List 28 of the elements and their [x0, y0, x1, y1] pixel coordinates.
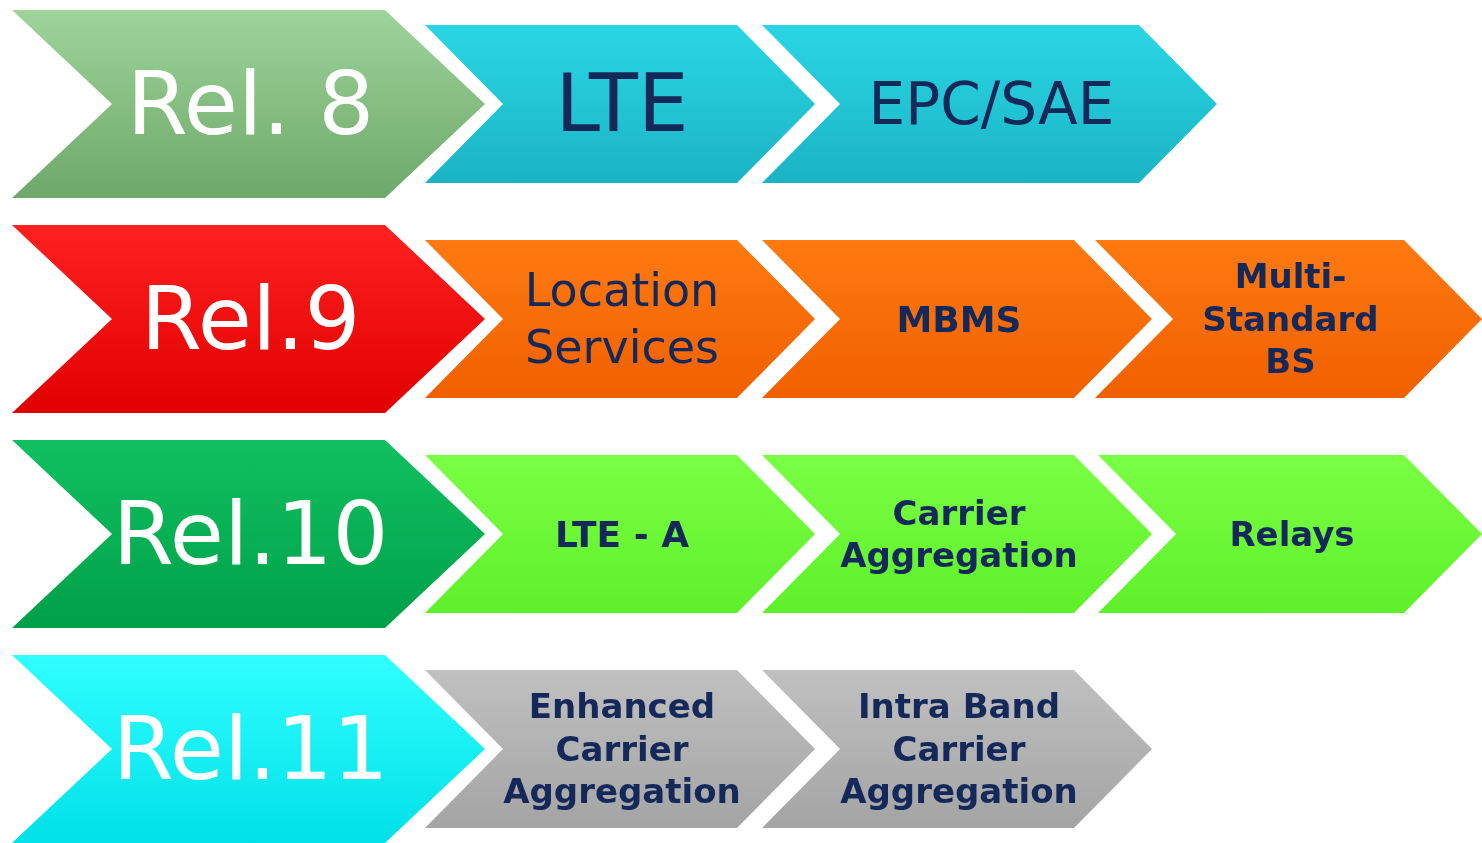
feature-label: LTE - A — [555, 512, 689, 557]
chevron-shape — [762, 25, 1217, 183]
chevron-shape — [1098, 455, 1482, 613]
release-label: Rel.10 — [112, 481, 389, 587]
feature-label: Multi-Standard BS — [1201, 255, 1380, 383]
chevron-shape — [425, 240, 815, 398]
feature-label: LTE — [555, 56, 689, 152]
chevron-shape — [425, 670, 815, 828]
chevron-shape — [762, 455, 1152, 613]
chevron-shape — [425, 25, 815, 183]
feature-label: MBMS — [896, 297, 1022, 342]
chevron-shape — [1095, 240, 1482, 398]
release-label: Rel. 8 — [126, 51, 375, 157]
chevron-shape — [12, 225, 485, 413]
feature-label: EPC/SAE — [868, 68, 1115, 140]
feature-label: Enhanced Carrier Aggregation — [503, 685, 741, 813]
feature-label: Carrier Aggregation — [840, 491, 1078, 577]
chevron-shape — [12, 440, 485, 628]
chevron-shape — [762, 240, 1152, 398]
chevron-shape — [762, 670, 1152, 828]
release-label: Rel.11 — [112, 696, 389, 802]
feature-label: Intra Band Carrier Aggregation — [840, 685, 1078, 813]
release-label: Rel.9 — [140, 266, 361, 372]
feature-label: Relays — [1229, 512, 1355, 556]
chevron-shape — [425, 455, 815, 613]
chevron-shape — [12, 655, 485, 843]
feature-label: Location Services — [523, 261, 721, 376]
chevron-shape — [12, 10, 485, 198]
